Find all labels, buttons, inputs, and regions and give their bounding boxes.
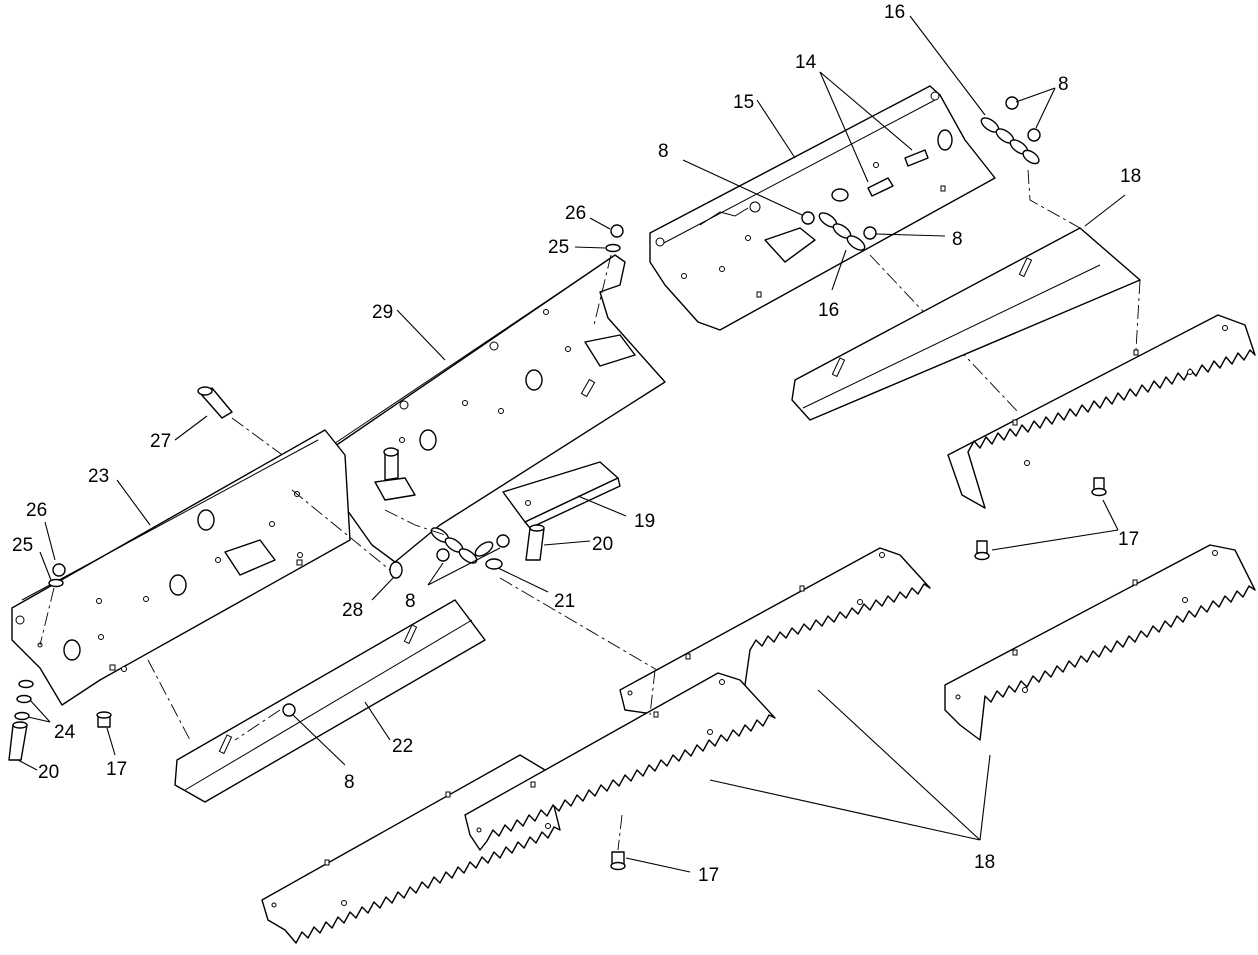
- leaders-18-lower: [709, 689, 991, 841]
- callout-16: 16: [818, 300, 839, 321]
- callout-26: 26: [26, 500, 47, 521]
- serrated-blade-front: [464, 669, 776, 851]
- callout-28: 28: [342, 600, 363, 621]
- callout-8: 8: [952, 229, 963, 250]
- callout-18: 18: [974, 852, 995, 873]
- mounting-plate-29: [299, 254, 666, 563]
- callout-18: 18: [1120, 166, 1141, 187]
- callout-25: 25: [548, 237, 569, 258]
- callout-8: 8: [1058, 74, 1069, 95]
- mounting-plate-23: [11, 429, 351, 706]
- callout-17: 17: [106, 759, 127, 780]
- callout-14: 14: [795, 52, 817, 73]
- callout-16: 16: [884, 2, 905, 23]
- callout-17: 17: [698, 865, 719, 886]
- callout-19: 19: [634, 511, 655, 532]
- callout-8: 8: [344, 772, 355, 793]
- blade-22: [147, 599, 486, 803]
- serrated-blade-center: [619, 547, 931, 721]
- bolt-27: [174, 217, 624, 466]
- callout-25: 25: [12, 535, 33, 556]
- callout-20: 20: [592, 534, 613, 555]
- serrated-blade-left-lower: [261, 754, 561, 944]
- left-hardware: [8, 521, 116, 771]
- bolt-17-lower: [610, 814, 691, 873]
- chain-assembly-upper: [682, 15, 1081, 413]
- bolts-17-upper: [974, 477, 1119, 561]
- blade-upper-right: [791, 194, 1141, 421]
- serrated-blade-right-lower: [944, 544, 1256, 741]
- callout-22: 22: [392, 736, 413, 757]
- callout-27: 27: [150, 431, 171, 452]
- callout-17: 17: [1118, 529, 1139, 550]
- callout-8: 8: [405, 591, 416, 612]
- mounting-plate-15: [649, 85, 996, 331]
- bracket-19: [502, 461, 627, 561]
- callout-20: 20: [38, 762, 59, 783]
- callouts: 16 14 8 15 8 18 8 16 26 25 29 27 23 26 2…: [12, 2, 1141, 886]
- callout-21: 21: [554, 591, 575, 612]
- serrated-blade-upper-right: [947, 314, 1256, 509]
- chain-assembly-center: [291, 447, 658, 671]
- callout-26: 26: [565, 203, 586, 224]
- callout-8: 8: [658, 141, 669, 162]
- callout-24: 24: [54, 722, 76, 743]
- callout-15: 15: [733, 92, 754, 113]
- callout-23: 23: [88, 466, 109, 487]
- callout-29: 29: [372, 302, 393, 323]
